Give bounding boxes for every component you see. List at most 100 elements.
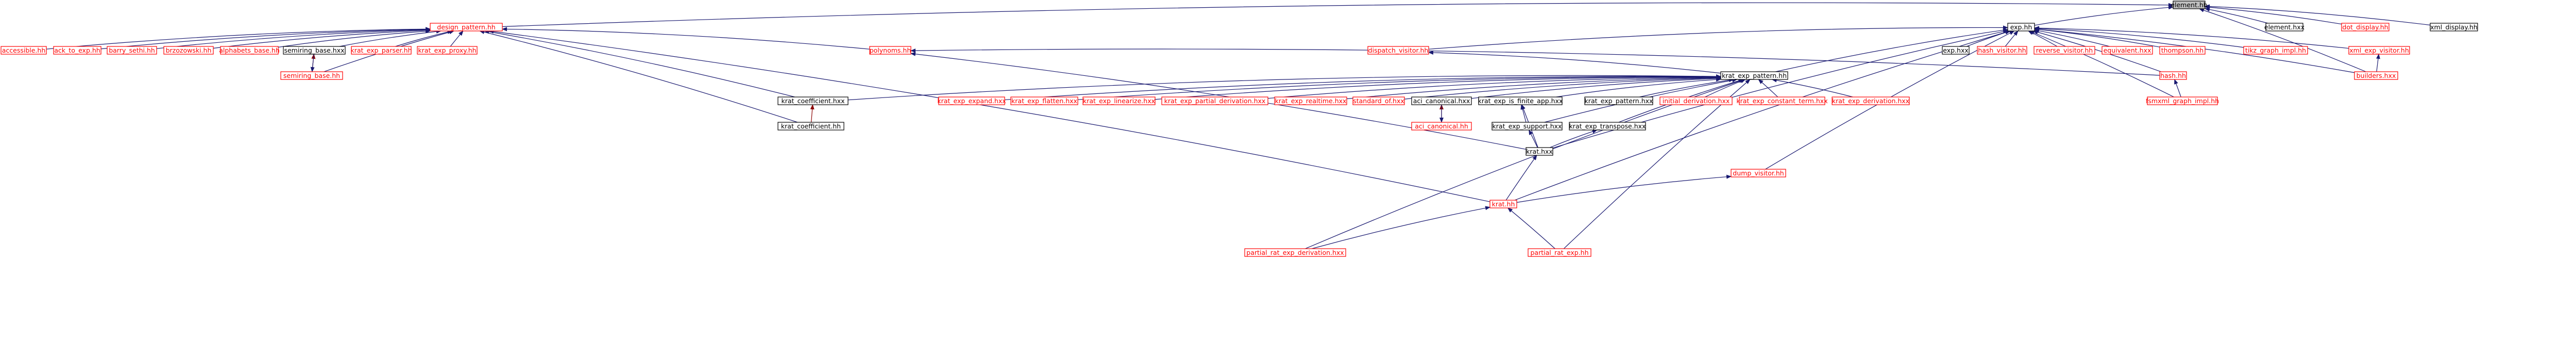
- file-node-equivalent-hxx[interactable]: equivalent.hxx: [2102, 46, 2153, 55]
- dependency-edge: [1771, 78, 1853, 98]
- dependency-edge: [156, 27, 431, 49]
- file-node-label: krat_coefficient.hh: [781, 122, 841, 130]
- dependency-edge: [484, 29, 795, 98]
- file-node-element-hxx: element.hxx: [2264, 23, 2304, 31]
- dependency-edge: [450, 30, 464, 47]
- file-node-krat-coefficient-hxx: krat_coefficient.hxx: [777, 96, 849, 105]
- file-node-accessible-hh[interactable]: accessible.hh: [1, 46, 47, 55]
- file-node-label: krat_exp_transpose.hxx: [1569, 122, 1646, 130]
- file-node-ack-to-exp-hh[interactable]: ack_to_exp.hh: [53, 46, 101, 55]
- file-node-brzozowski-hh[interactable]: brzozowski.hh: [163, 46, 214, 55]
- file-node-krat-exp-realtime-hxx[interactable]: krat_exp_realtime.hxx: [1274, 96, 1347, 105]
- file-node-exp-hh: exp.hh: [2007, 23, 2035, 31]
- file-node-dump-visitor-hh[interactable]: dump_visitor.hh: [1731, 169, 1786, 177]
- dependency-edge: [100, 27, 431, 50]
- file-node-krat-exp-flatten-hxx[interactable]: krat_exp_flatten.hxx: [1010, 96, 1078, 105]
- dependency-edge: [1428, 50, 1721, 74]
- file-node-label: fsmxml_graph_impl.hh: [2146, 97, 2219, 105]
- dependency-edge: [1507, 207, 1555, 249]
- file-node-label: krat_exp_constant_term.hxx: [1736, 97, 1827, 105]
- file-node-hash-hh[interactable]: hash.hh: [2159, 71, 2187, 80]
- file-node-thompson-hh[interactable]: thompson.hh: [2159, 46, 2206, 55]
- dependency-edge: [2032, 30, 2161, 72]
- dependency-edge: [1529, 129, 1538, 148]
- dependency-edge: [1505, 155, 1537, 201]
- file-node-label: krat.hxx: [1526, 148, 1553, 155]
- file-node-label: initial_derivation.hxx: [1663, 97, 1730, 105]
- file-node-partial-rat-exp-hh[interactable]: partial_rat_exp.hh: [1528, 248, 1591, 257]
- dependency-edge: [395, 30, 453, 47]
- file-node-label: krat_exp_derivation.hxx: [1832, 97, 1909, 105]
- file-node-partial-rat-exp-derivation-hxx[interactable]: partial_rat_exp_derivation.hxx: [1244, 248, 1346, 257]
- dependency-edge: [1552, 29, 2008, 149]
- file-node-dot-display-hh[interactable]: dot_display.hh: [2341, 23, 2389, 31]
- file-node-label: krat_exp_support.hxx: [1493, 122, 1562, 130]
- dependency-edge: [2005, 30, 2019, 47]
- dependency-edge: [2034, 5, 2174, 26]
- file-node-initial-derivation-hxx[interactable]: initial_derivation.hxx: [1659, 96, 1733, 105]
- file-node-label: krat_exp_pattern.hh: [1722, 72, 1787, 79]
- dependency-edge: [1077, 74, 1721, 100]
- file-node-krat-exp-proxy-hh[interactable]: krat_exp_proxy.hh: [417, 46, 478, 55]
- file-node-tikzgraph-impl-hh[interactable]: tikz_graph_impl.hh: [2243, 46, 2308, 55]
- file-node-krat-exp-partial-derivation-hxx[interactable]: krat_exp_partial_derivation.hxx: [1161, 96, 1268, 105]
- file-node-aci-canonical-hh[interactable]: aci_canonical.hh: [1411, 122, 1472, 131]
- file-node-label: ack_to_exp.hh: [54, 46, 100, 54]
- dependency-edge: [910, 48, 2160, 76]
- file-node-krat-exp-is-finite-app-hxx: krat_exp_is_finite_app.hxx: [1478, 96, 1563, 105]
- dependency-edge: [46, 27, 431, 50]
- dependency-edge: [1556, 77, 1721, 98]
- file-node-krat-exp-parser-hh[interactable]: krat_exp_parser.hh: [351, 46, 412, 55]
- file-node-label: krat_exp_is_finite_app.hxx: [1478, 97, 1563, 105]
- dependency-edge: [310, 54, 315, 72]
- dependency-edge: [848, 74, 1721, 101]
- dependency-edge: [1516, 174, 1732, 203]
- dependency-edge: [1758, 79, 1778, 98]
- file-node-polynoms-hh[interactable]: polynoms.hh: [869, 46, 911, 55]
- file-node-fsmxml-graph-impl-hh[interactable]: fsmxml_graph_impl.hh: [2146, 96, 2219, 105]
- dependency-edge: [488, 29, 1490, 202]
- file-node-label: standard_of.hxx: [1353, 97, 1404, 105]
- file-node-label: dispatch_visitor.hh: [1368, 46, 1429, 54]
- file-node-label: exp.hh: [2010, 23, 2032, 31]
- file-node-standard-of-hxx[interactable]: standard_of.hxx: [1352, 96, 1405, 105]
- file-node-krat-exp-derivation-hxx[interactable]: krat_exp_derivation.hxx: [1832, 96, 1910, 105]
- file-node-barry-sethi-hh[interactable]: barry_sethi.hh: [107, 46, 157, 55]
- file-node-label: alphabets_base.hh: [219, 46, 280, 54]
- file-node-label: equivalent.hxx: [2104, 46, 2151, 54]
- file-node-xml-exp-visitor-hh[interactable]: xml_exp_visitor.hh: [2348, 46, 2410, 55]
- file-node-krat-exp-linearize-hxx[interactable]: krat_exp_linearize.hxx: [1082, 96, 1156, 105]
- file-node-krat-hh[interactable]: krat.hh: [1489, 200, 1517, 208]
- file-node-builders-hxx[interactable]: builders.hxx: [2354, 71, 2398, 80]
- dependency-edge: [2034, 26, 2244, 48]
- file-node-label: partial_rat_exp_derivation.hxx: [1246, 249, 1344, 256]
- dependency-edge: [2205, 5, 2342, 25]
- file-node-xml-display-hh: xml_display.hh: [2430, 23, 2478, 31]
- file-node-exp-hxx: exp.hxx: [1942, 46, 1970, 55]
- file-node-alphabets-base-hh[interactable]: alphabets_base.hh: [219, 46, 280, 55]
- file-node-design-pattern-hh[interactable]: design_pattern.hh: [430, 23, 503, 31]
- file-node-hash-visitor-hh[interactable]: hash_visitor.hh: [1977, 46, 2027, 55]
- file-node-krat-exp-constant-term-hxx[interactable]: krat_exp_constant_term.hxx: [1736, 96, 1828, 105]
- dependency-edge: [1004, 74, 1721, 101]
- file-node-label: barry_sethi.hh: [109, 46, 155, 54]
- file-node-label: reverse_visitor.hh: [2036, 46, 2093, 54]
- file-node-label: krat_exp_pattern.hxx: [1585, 97, 1653, 105]
- dependency-edge: [910, 52, 1527, 150]
- file-node-krat-exp-expand-hxx[interactable]: krat_exp_expand.hxx: [937, 96, 1006, 105]
- dependency-edge: [2198, 8, 2366, 72]
- file-node-label: xml_exp_visitor.hh: [2349, 46, 2409, 54]
- file-node-krat-hxx: krat.hxx: [1526, 147, 1553, 156]
- file-node-semiring-base-hh[interactable]: semiring_base.hh: [280, 71, 343, 80]
- file-node-reverse-visitor-hh[interactable]: reverse_visitor.hh: [2033, 46, 2095, 55]
- file-node-label: polynoms.hh: [870, 46, 911, 54]
- file-node-label: krat_exp_proxy.hh: [418, 46, 476, 54]
- file-node-dispatch-visitor-hh[interactable]: dispatch_visitor.hh: [1367, 46, 1429, 55]
- dependency-edge: [479, 30, 798, 123]
- dependency-edges: [46, 2, 2431, 249]
- dependency-edge: [1267, 75, 1721, 99]
- file-node-label: krat_exp_realtime.hxx: [1275, 97, 1347, 105]
- file-node-label: hash.hh: [2160, 72, 2186, 79]
- file-node-krat-exp-pattern-hh: krat_exp_pattern.hh: [1720, 71, 1788, 80]
